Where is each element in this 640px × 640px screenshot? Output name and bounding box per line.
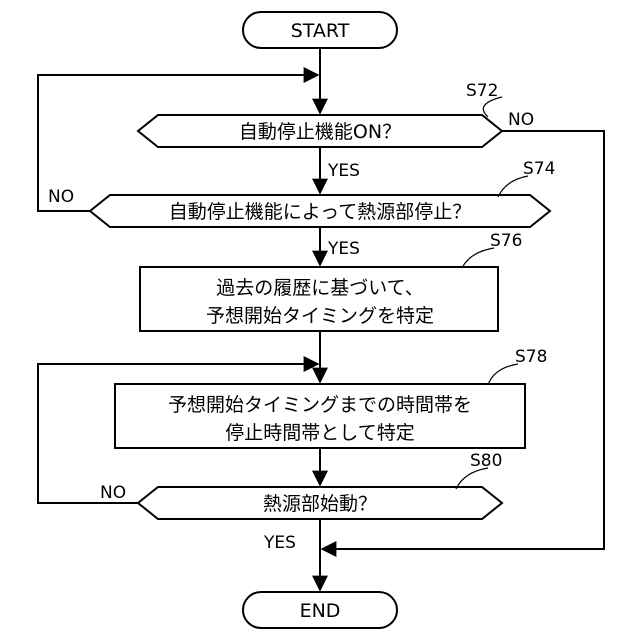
leader-s78 [488,364,518,385]
leader-s74 [498,176,528,197]
process-s78-line1: 予想開始タイミングまでの時間帯を [168,394,472,416]
branch-label-s72-yes: YES [327,161,360,181]
end-label: END [300,600,341,622]
step-label-s72: S72 [466,81,498,101]
process-s76-line2: 予想開始タイミングを特定 [206,305,434,327]
leader-s76 [462,248,494,268]
decision-s72-text: 自動停止機能ON？ [239,121,401,143]
branch-label-s72-no: NO [508,110,534,130]
branch-label-s74-yes: YES [327,239,360,259]
step-label-s80: S80 [470,451,502,471]
branch-label-s80-no: NO [100,483,126,503]
step-label-s78: S78 [515,347,547,367]
step-label-s74: S74 [523,159,555,179]
step-label-s76: S76 [490,231,522,251]
start-label: START [291,20,350,42]
decision-s74-text: 自動停止機能によって熱源部停止？ [169,201,471,223]
leader-s80 [456,468,488,489]
process-s78-line2: 停止時間帯として特定 [225,422,414,444]
branch-label-s74-no: NO [48,187,74,207]
decision-s80-text: 熱源部始動？ [263,493,377,515]
process-s76-line1: 過去の履歴に基づいて、 [216,277,423,299]
branch-label-s80-yes: YES [263,533,296,553]
